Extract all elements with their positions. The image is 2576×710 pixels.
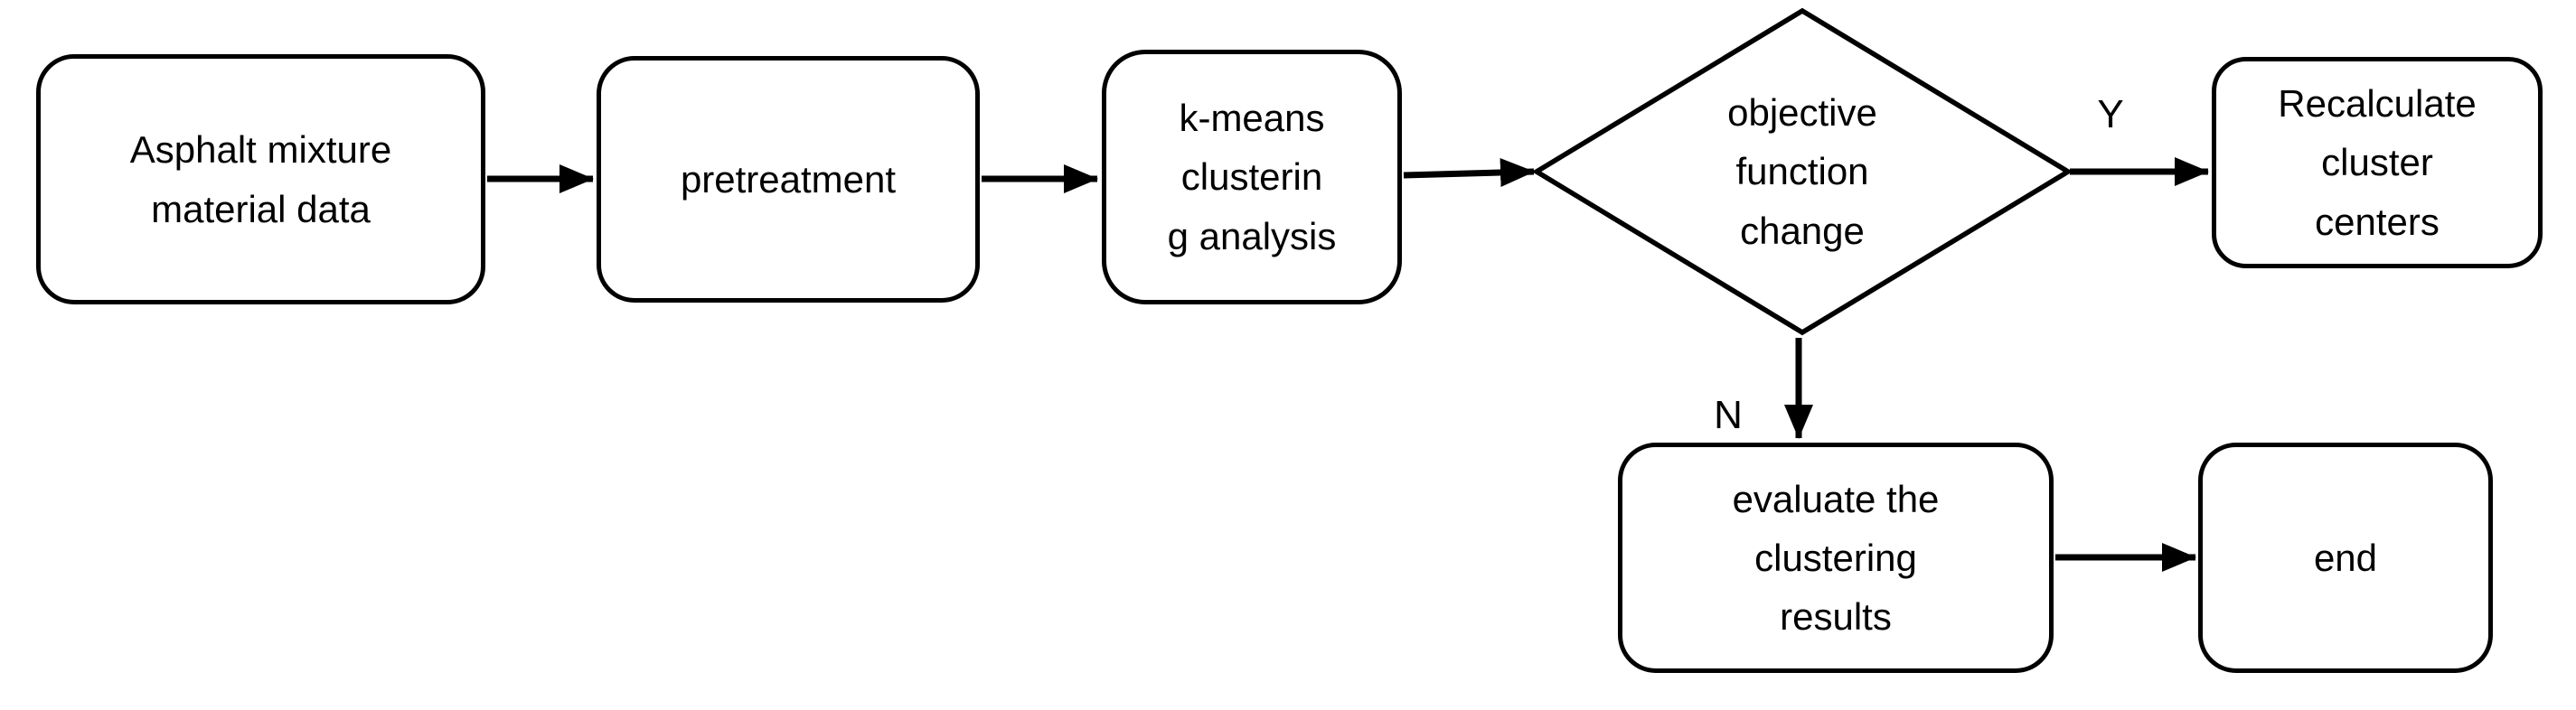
decision-diamond-shape [1531, 7, 2073, 336]
branch-label-yes: Y [2097, 92, 2124, 136]
branch-label-no: N [1714, 393, 1743, 437]
node-asphalt-mixture-material-data: Asphalt mixture material data [36, 54, 485, 304]
node-pretreatment: pretreatment [597, 56, 980, 303]
node-end: end [2198, 443, 2493, 673]
node-objective-function-change-label: objective function change [1727, 91, 1877, 252]
edge-kmeans-to-decision [1403, 158, 1535, 188]
node-kmeans-clustering-analysis: k-means clusterin g analysis [1102, 50, 1402, 304]
node-recalculate-cluster-centers: Recalculate cluster centers [2212, 57, 2543, 268]
node-evaluate-clustering-results: evaluate the clustering results [1618, 443, 2054, 673]
